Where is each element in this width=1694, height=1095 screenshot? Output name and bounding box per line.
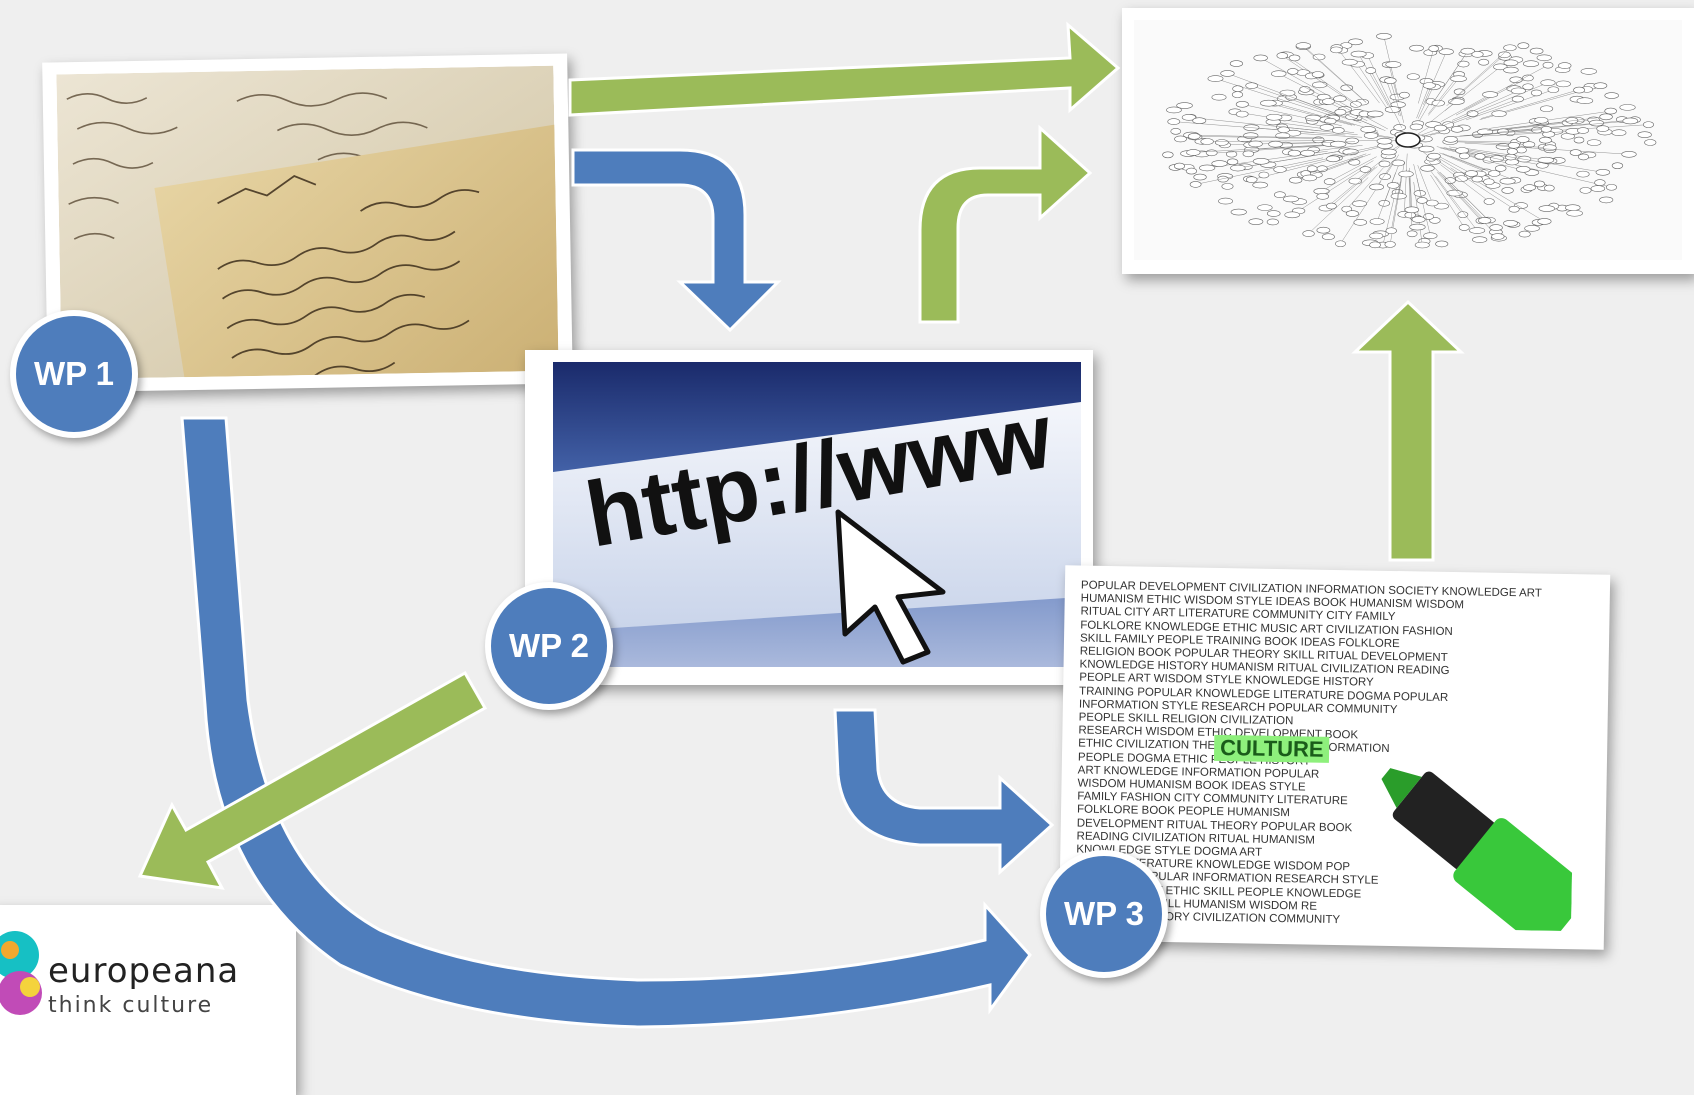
arrow-wp2-to-network — [918, 124, 1093, 324]
arrow-wp1-to-network — [568, 21, 1121, 117]
arrow-wp1-to-wp2 — [571, 148, 782, 333]
wp3-badge: WP 3 — [1040, 850, 1168, 978]
wp1-label: WP 1 — [33, 355, 115, 392]
arrow-wp2-to-europeana — [137, 670, 488, 890]
wp2-badge: WP 2 — [485, 582, 613, 710]
network-graph-card — [1122, 8, 1694, 274]
arrow-wp2-to-wp3 — [833, 708, 1055, 876]
word-cloud-image: POPULAR DEVELOPMENT CIVILIZATION INFORMA… — [1071, 577, 1578, 932]
europeana-name: europeana — [48, 951, 240, 991]
arrow-wp3-to-network — [1351, 299, 1465, 562]
europeana-logo-icon — [0, 931, 42, 1015]
manuscript-image — [56, 65, 559, 380]
arrow-wp1-to-wp3 — [180, 416, 1032, 1029]
url-browser-image: http://www — [553, 362, 1081, 667]
manuscript-card — [42, 53, 573, 393]
highlighter-marker — [1381, 768, 1578, 932]
europeana-tagline: think culture — [48, 993, 214, 1018]
network-graph-image — [1134, 20, 1682, 260]
url-browser-card: http://www — [525, 350, 1093, 685]
word-cloud-card: POPULAR DEVELOPMENT CIVILIZATION INFORMA… — [1058, 565, 1611, 950]
network-nodes — [1162, 32, 1657, 249]
wp1-badge: WP 1 — [10, 310, 138, 438]
wp3-label: WP 3 — [1063, 895, 1145, 932]
wp2-label: WP 2 — [508, 627, 590, 664]
europeana-card: europeana think culture — [0, 905, 296, 1095]
